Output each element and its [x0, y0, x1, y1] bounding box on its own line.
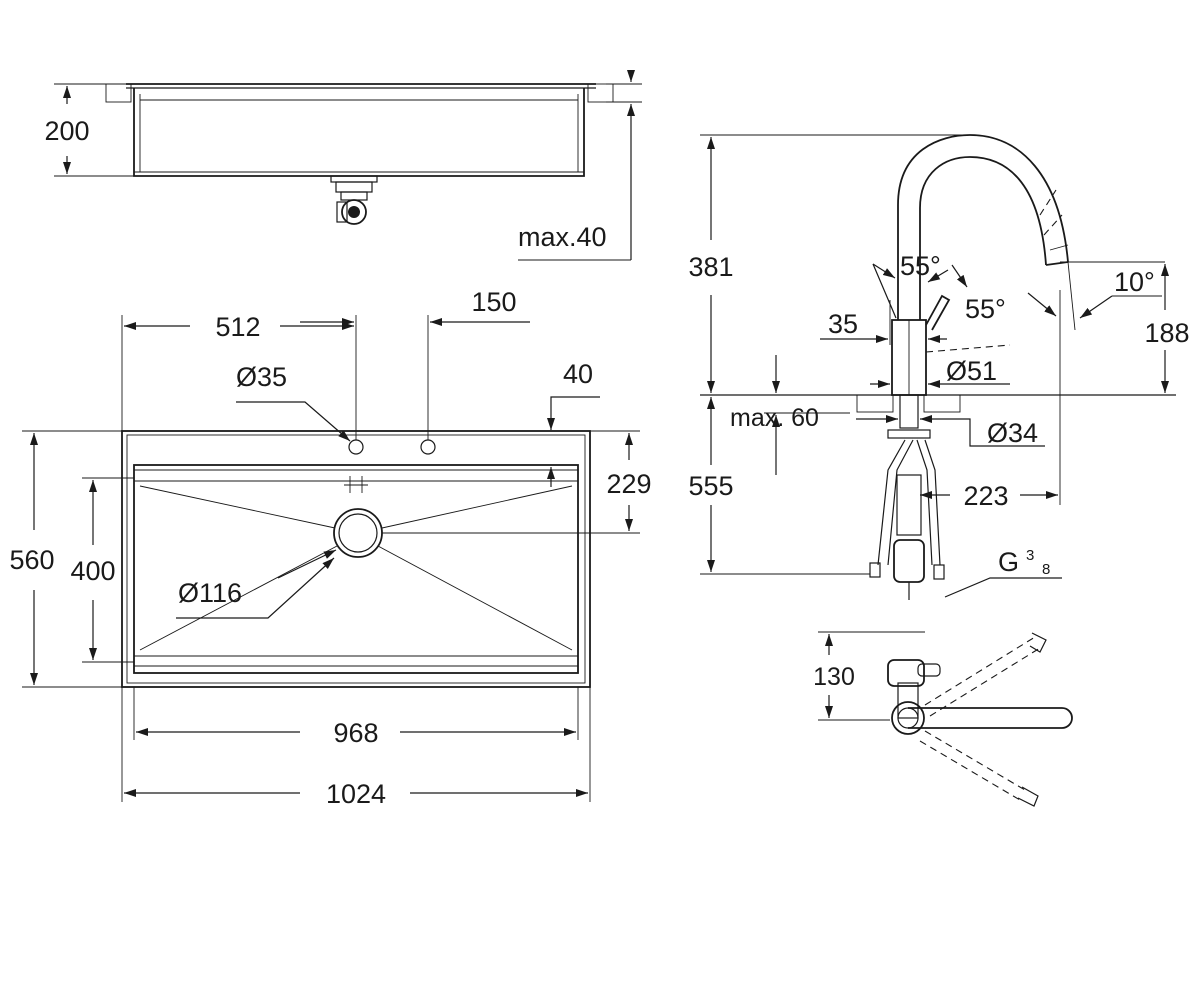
dim-tap-offset: 512 — [215, 312, 260, 342]
dim-overall-depth: 560 — [9, 545, 54, 575]
dim-drain-offset: 229 — [606, 469, 651, 499]
dim-bowl-width: 968 — [333, 718, 378, 748]
worktop-right-hatch — [587, 83, 614, 103]
dim-top-offset: 130 — [813, 663, 855, 691]
dim-tap-hole-diameter: Ø35 — [236, 362, 287, 392]
dim-connection-den: 8 — [1042, 561, 1050, 578]
waste-fitting — [330, 175, 378, 225]
dim-overall-width: 1024 — [326, 779, 386, 809]
sink-bowl — [133, 464, 579, 674]
dim-sink-depth: 200 — [44, 116, 89, 146]
faucet-spout — [897, 134, 1069, 320]
dim-lever-offset: 35 — [828, 309, 858, 339]
dim-head-angle: 10° — [1114, 267, 1155, 297]
dim-spout-height: 188 — [1144, 318, 1189, 348]
faucet-base — [891, 701, 925, 735]
dim-below-worktop: 555 — [688, 471, 733, 501]
dim-max-worktop: max. 60 — [730, 404, 819, 432]
dim-bowl-depth: 400 — [70, 556, 115, 586]
dim-body-diameter: Ø51 — [946, 356, 997, 386]
supply-hoses — [869, 439, 945, 600]
faucet-side-view: 381 55° 55° 10° 188 35 Ø51 max. 60 — [688, 134, 1190, 600]
faucet-top-view: 130 — [813, 631, 1073, 807]
dim-hole-spacing: 150 — [471, 287, 516, 317]
faucet-lever — [925, 294, 951, 331]
dim-connection: G — [998, 547, 1019, 577]
dim-rim-offset: 40 — [563, 359, 593, 389]
tap-hole-1 — [348, 439, 364, 455]
dim-spout-angle: 55° — [900, 251, 941, 281]
sink-top-view: 512 150 Ø35 40 229 560 400 Ø116 — [9, 287, 651, 809]
sink-side-view: 200 max.40 — [44, 70, 642, 261]
dim-connection-num: 3 — [1026, 547, 1034, 564]
tap-hole-2 — [420, 439, 436, 455]
dim-drain-diameter: Ø116 — [178, 578, 242, 608]
dim-max-thickness: max.40 — [518, 222, 607, 252]
dim-reach: 223 — [963, 481, 1008, 511]
worktop-left-hatch — [105, 83, 132, 103]
sink-outer-rim — [121, 430, 591, 688]
dim-lever-angle: 55° — [965, 294, 1006, 324]
dim-faucet-height: 381 — [688, 252, 733, 282]
spout-top-straight — [908, 707, 1073, 729]
drain-outlet — [333, 508, 383, 558]
sink-bowl-profile — [133, 88, 585, 177]
dim-hole-diameter: Ø34 — [987, 418, 1038, 448]
